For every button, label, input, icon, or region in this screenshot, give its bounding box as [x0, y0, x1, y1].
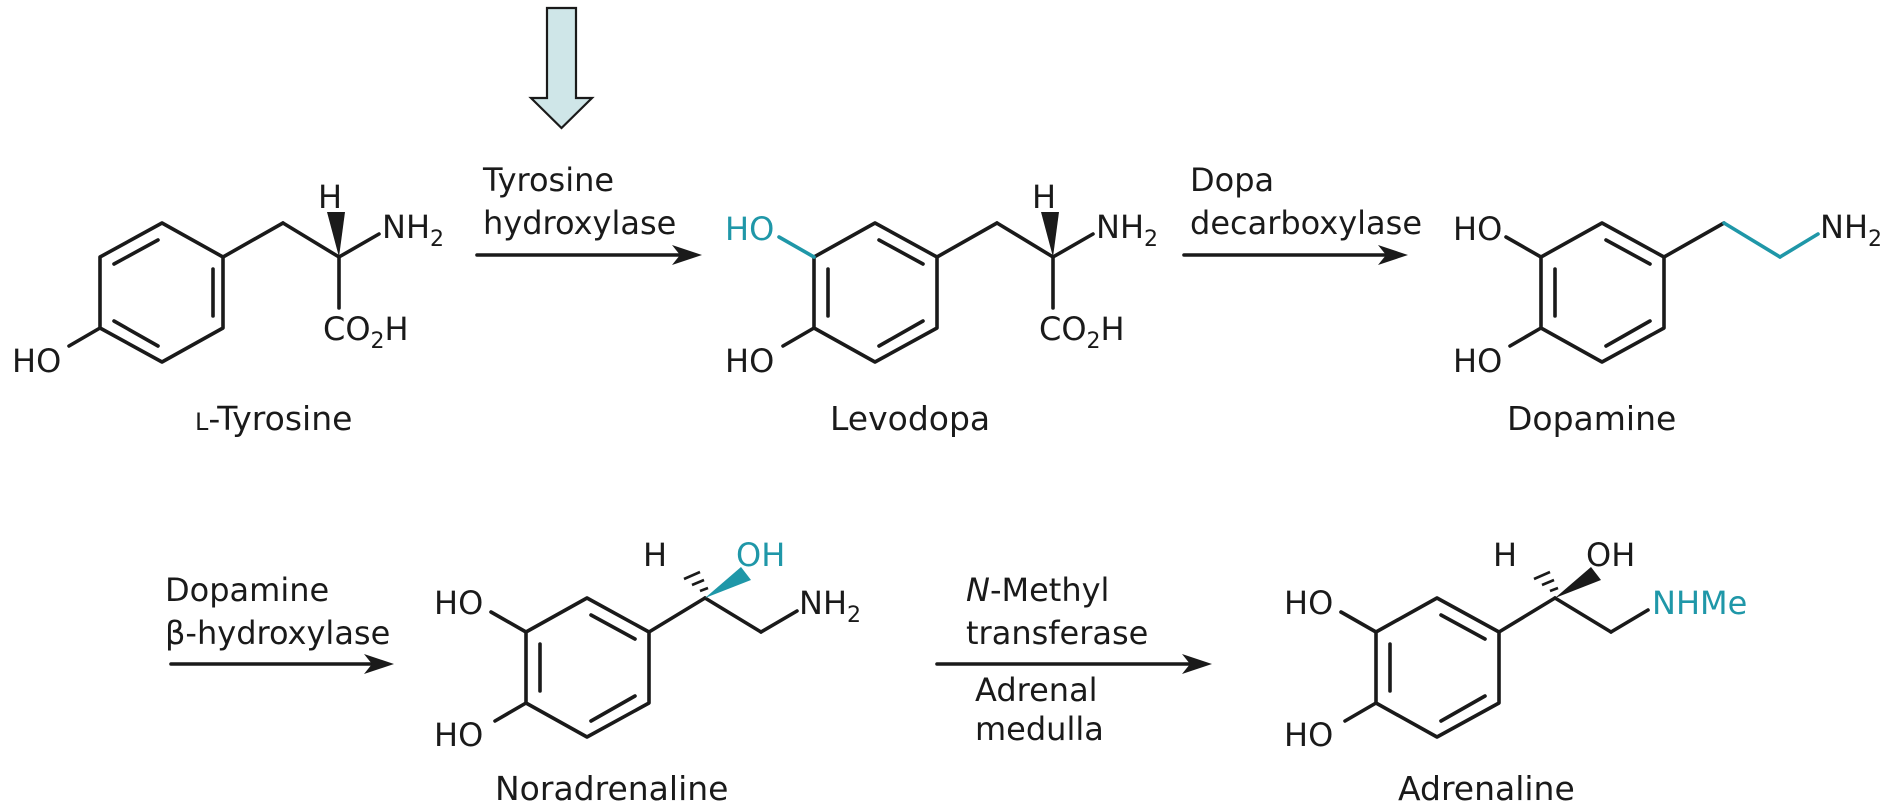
methylamine-label: NHMe	[1652, 584, 1747, 622]
reaction-arrow-3	[169, 654, 394, 674]
chiral-h-label: H	[643, 536, 667, 574]
amine-label: NH2	[1096, 208, 1158, 252]
hydroxyl-label: HO	[725, 342, 774, 380]
enzyme-dopamine-beta-hydroxylase-line1: Dopamine	[165, 571, 329, 609]
hydroxyl-label: HO	[1453, 342, 1502, 380]
chiral-h-label: H	[1493, 536, 1517, 574]
dopamine-structure: NH2 HO HO	[1453, 208, 1882, 380]
location-adrenal-medulla-line1: Adrenal	[975, 671, 1098, 709]
reaction-arrow-2	[1182, 245, 1408, 265]
hydroxyl-label: HO	[1284, 584, 1333, 622]
hydroxyl-label: HO	[434, 584, 483, 622]
compound-name-adrenaline: Adrenaline	[1398, 769, 1575, 804]
adrenaline-structure: H OH NHMe HO HO	[1284, 536, 1747, 754]
new-hydroxyl-label: HO	[725, 210, 774, 248]
enzyme-tyrosine-hydroxylase-line2: hydroxylase	[483, 204, 676, 242]
reaction-arrow-4	[935, 654, 1212, 674]
carboxyl-label: CO2H	[323, 310, 409, 354]
compound-name-tyrosine: L-Tyrosine	[195, 399, 352, 438]
input-arrow-icon	[528, 6, 595, 130]
enzyme-dopa-decarboxylase-line2: decarboxylase	[1190, 204, 1422, 242]
hydroxyl-label: HO	[1453, 210, 1502, 248]
enzyme-n-methyl-transferase-line2: transferase	[966, 614, 1148, 652]
enzyme-dopamine-beta-hydroxylase-line2: β-hydroxylase	[165, 614, 390, 652]
carboxyl-label: CO2H	[1039, 310, 1125, 354]
amine-label: NH2	[382, 208, 444, 252]
l-tyrosine-structure: H NH2 CO2H HO	[12, 178, 444, 380]
new-hydroxyl-label: OH	[736, 536, 785, 574]
hydroxyl-label: OH	[1586, 536, 1635, 574]
location-adrenal-medulla-line2: medulla	[975, 710, 1104, 748]
enzyme-tyrosine-hydroxylase-line1: Tyrosine	[482, 161, 614, 199]
compound-name-dopamine: Dopamine	[1507, 399, 1676, 438]
compound-name-levodopa: Levodopa	[830, 399, 990, 438]
compound-name-noradrenaline: Noradrenaline	[495, 769, 728, 804]
hydroxyl-label: HO	[434, 716, 483, 754]
amine-label: NH2	[799, 584, 861, 628]
amine-label: NH2	[1820, 208, 1882, 252]
chiral-h-label: H	[318, 178, 342, 216]
enzyme-dopa-decarboxylase-line1: Dopa	[1190, 161, 1274, 199]
hydroxyl-label: HO	[1284, 716, 1333, 754]
hydroxyl-label: HO	[12, 342, 61, 380]
enzyme-n-methyl-transferase-line1: N-Methyl	[966, 571, 1109, 609]
levodopa-structure: H NH2 CO2H HO HO	[725, 178, 1158, 380]
chiral-h-label: H	[1032, 178, 1056, 216]
reaction-arrow-1	[475, 245, 702, 265]
noradrenaline-structure: H OH NH2 HO HO	[434, 536, 861, 754]
